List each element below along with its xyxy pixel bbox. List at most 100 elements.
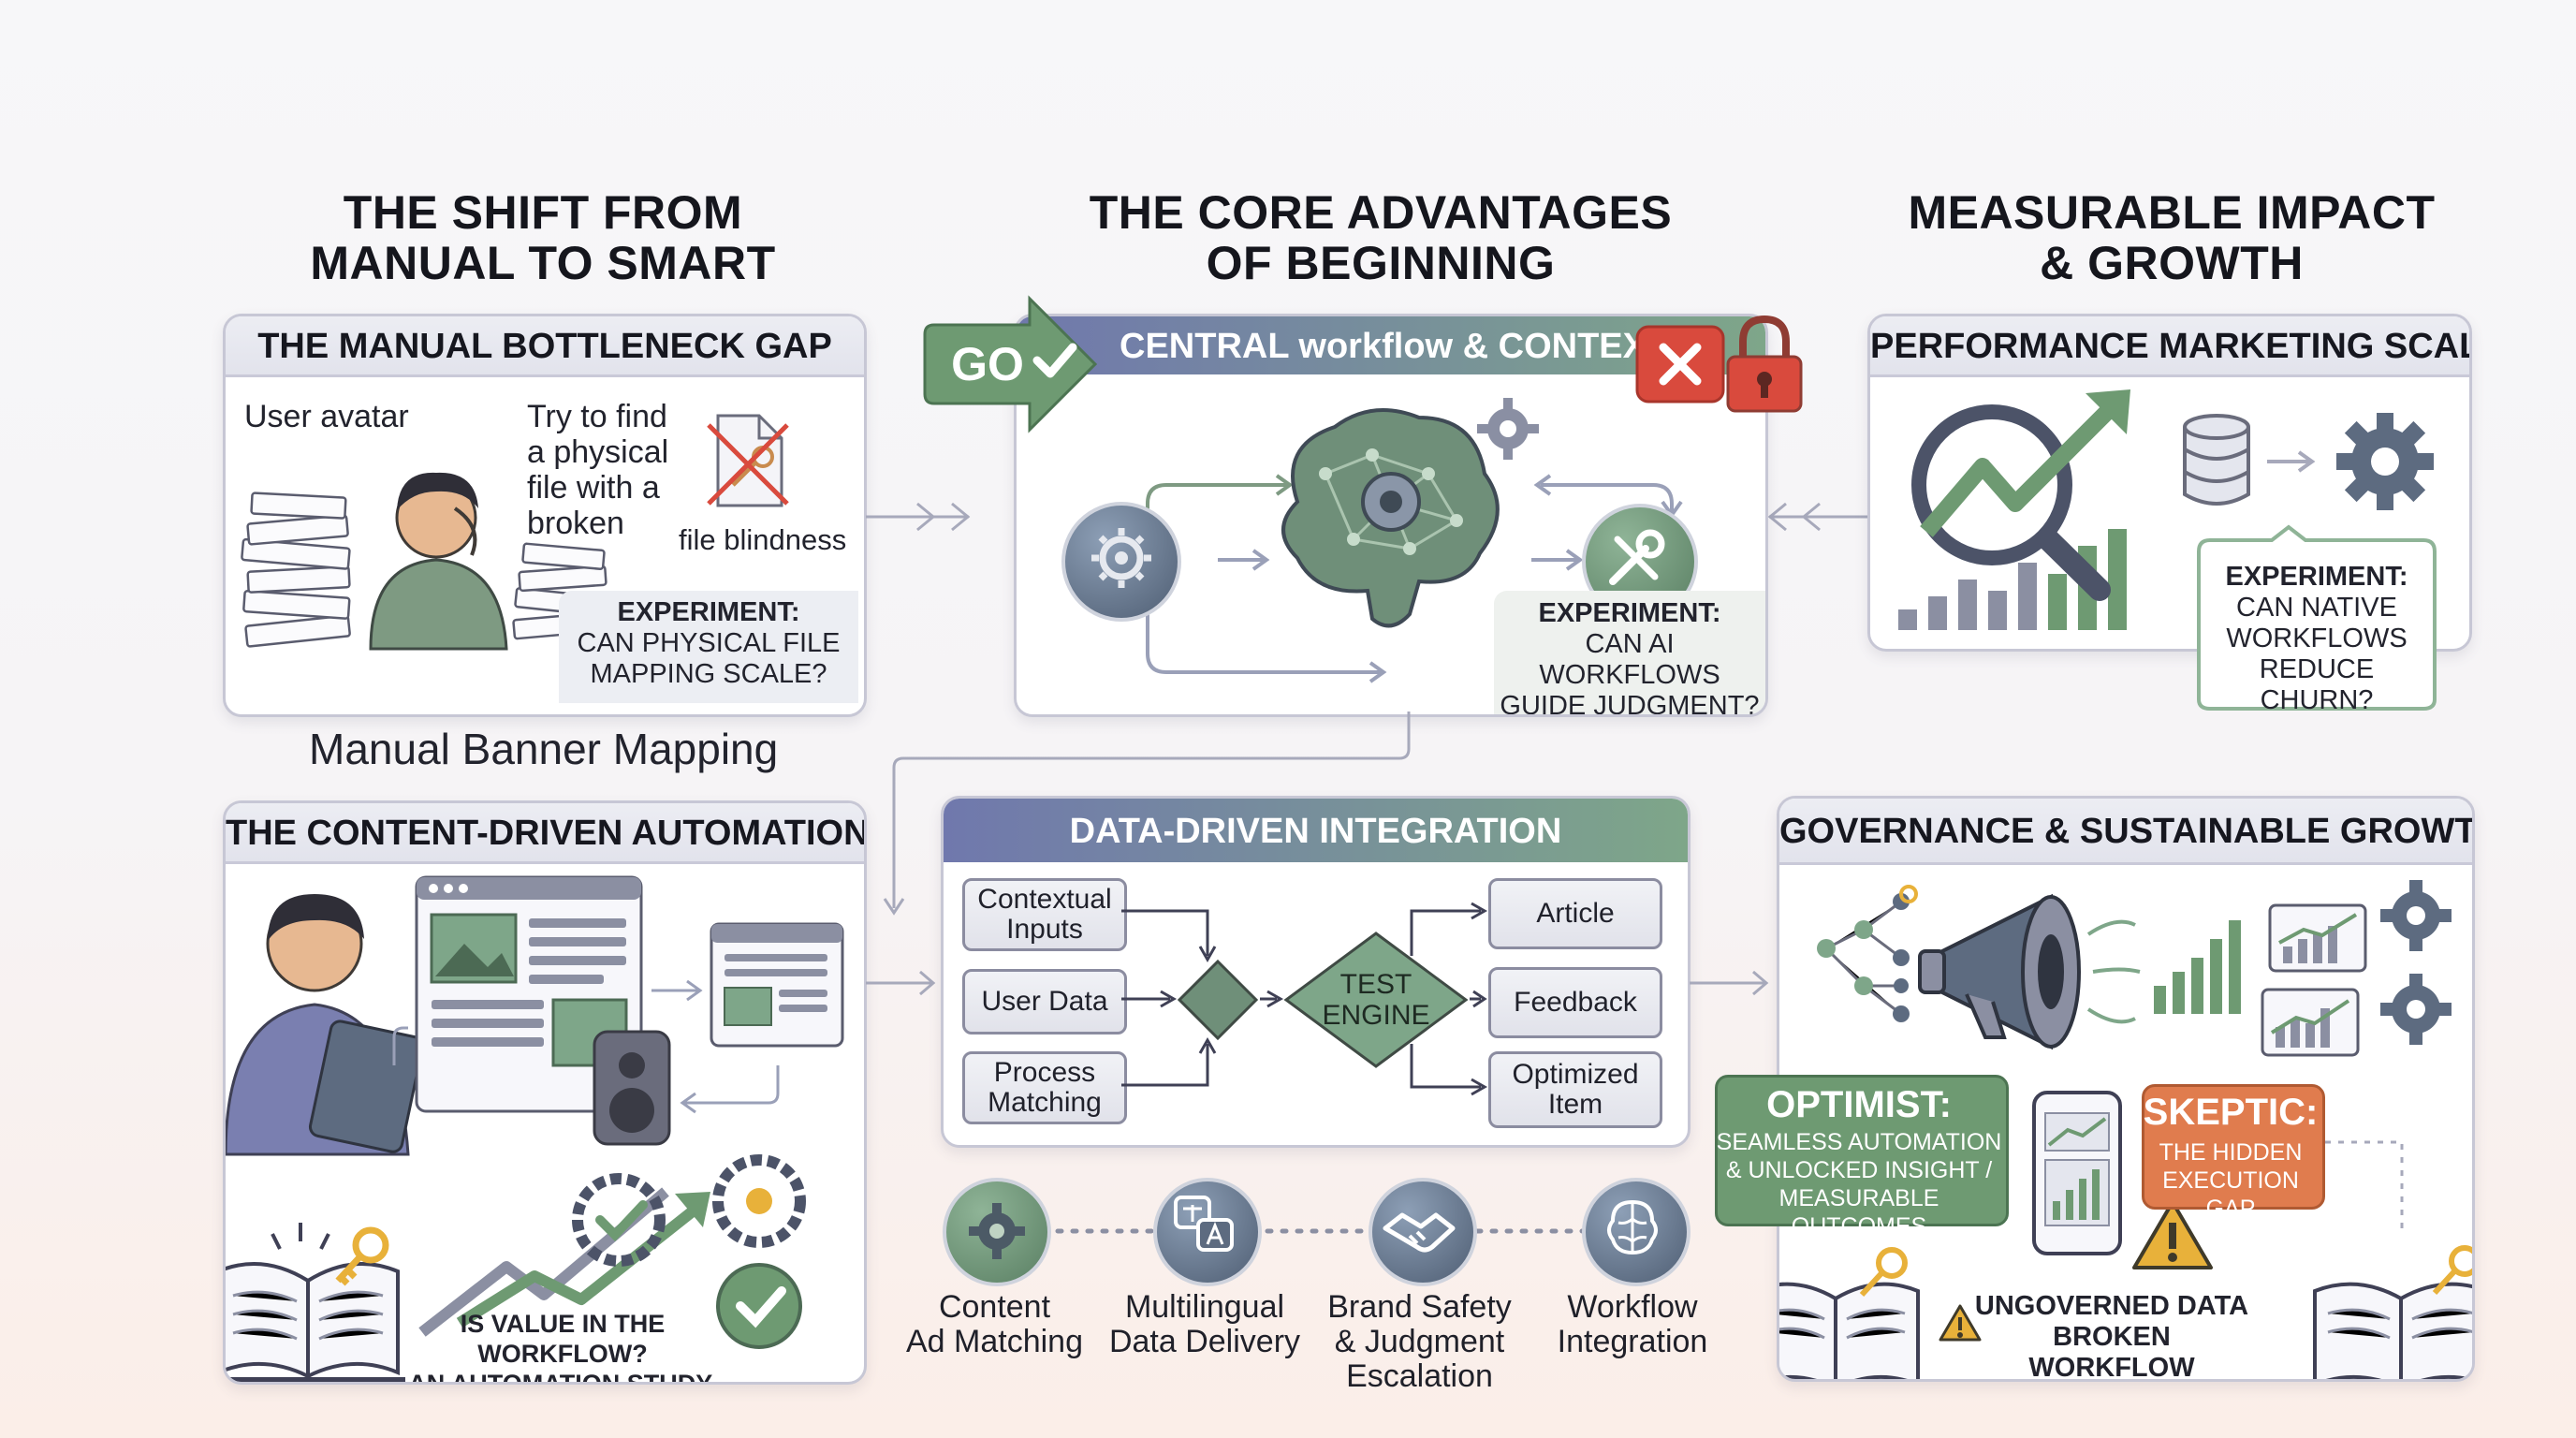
callout-bubble <box>2197 524 2437 711</box>
integration-panel-title: DATA-DRIVEN INTEGRATION <box>1069 812 1562 851</box>
broken-file-icon <box>707 414 789 507</box>
skeptic-label: SKEPTIC: <box>2143 1092 2319 1133</box>
performance-marketing-panel: PERFORMANCE MARKETING SCALE <box>1867 314 2472 652</box>
panel-title: PERFORMANCE MARKETING SCALE <box>1870 316 2469 377</box>
governance-bar-chart <box>2154 920 2241 1014</box>
webpage-mockup-icon <box>415 875 643 1113</box>
open-book-key-icon <box>226 1223 405 1382</box>
handshake-icon <box>1383 1212 1456 1253</box>
feature-label-workflow: Workflow Integration <box>1557 1289 1708 1359</box>
feature-dotted-connector <box>1055 1228 1622 1234</box>
speaker-icon <box>593 1030 671 1146</box>
panel-title: GOVERNANCE & SUSTAINABLE GROWTH <box>1779 799 2472 865</box>
translate-icon <box>1174 1196 1234 1252</box>
feature-circle-brand-safety <box>1368 1178 1477 1286</box>
feature-label-brand-safety: Brand Safety & Judgment Escalation <box>1327 1289 1512 1394</box>
performance-bar <box>1988 591 2007 630</box>
integration-flow-arrows <box>1121 902 1488 1096</box>
connector-central-to-integration <box>883 712 1411 916</box>
gear-icon <box>1091 528 1151 588</box>
governance-bar <box>2173 972 2185 1014</box>
flow-arrows <box>392 979 780 1114</box>
warning-icon <box>2132 1200 2213 1269</box>
skeptic-text: THE HIDDEN EXECUTION GAP <box>2159 1139 2303 1222</box>
performance-bar <box>1898 609 1917 630</box>
content-automation-panel: THE CONTENT-DRIVEN AUTOMATION <box>223 800 867 1385</box>
skeptic-callout <box>2142 1084 2325 1210</box>
governance-bar <box>2191 958 2203 1014</box>
performance-bar <box>2018 563 2037 630</box>
optimized-item-output-node: Optimized Item <box>1488 1051 1662 1128</box>
experiment-label: EXPERIMENT: <box>617 597 800 627</box>
growth-checks-icon <box>418 1154 806 1349</box>
experiment-question: CAN AI WORKFLOWS GUIDE JUDGMENT? <box>1500 629 1760 717</box>
performance-bar <box>2048 574 2067 630</box>
panel-title: THE MANUAL BOTTLENECK GAP <box>226 316 864 377</box>
arrow-content-to-integration <box>866 970 936 996</box>
open-book-key-icon <box>1779 1247 1920 1379</box>
gear-icon <box>2380 880 2452 951</box>
manual-banner-mapping-caption: Manual Banner Mapping <box>309 725 779 773</box>
test-engine-diamond <box>1283 932 1469 1068</box>
governance-bar <box>2210 939 2222 1014</box>
workflow-loop-arrow <box>1146 474 1683 683</box>
feedback-output-node: Feedback <box>1488 967 1662 1038</box>
user-avatar-label: User avatar <box>244 399 409 434</box>
heading-shift: THE SHIFT FROM MANUAL TO SMART <box>310 186 776 289</box>
optimist-label: OPTIMIST: <box>1766 1084 1952 1125</box>
user-data-node: User Data <box>962 969 1127 1034</box>
frustrated-person-icon <box>369 472 508 651</box>
gear-icon <box>2380 974 2452 1045</box>
ai-brain-icon <box>1281 408 1500 628</box>
test-engine-label: TEST ENGINE <box>1322 969 1430 1031</box>
network-nodes-icon <box>1817 885 1918 1022</box>
manual-experiment-box <box>559 591 858 703</box>
manual-bottleneck-panel: THE MANUAL BOTTLENECK GAP User avatar Tr… <box>223 314 867 717</box>
heading-measurable-impact: MEASURABLE IMPACT & GROWTH <box>1908 186 2436 289</box>
try-find-note: Try to find a physical file with a broke… <box>527 399 669 541</box>
arrow-integration-to-governance <box>1690 970 1769 996</box>
feature-label-multilingual: Multilingual Data Delivery <box>1108 1289 1301 1359</box>
skeptic-dotted-leader <box>2325 1140 2404 1236</box>
go-arrow-badge <box>923 295 1098 433</box>
phone-dashboard-icon <box>2032 1091 2122 1255</box>
open-book-key-icon <box>2313 1245 2472 1379</box>
feature-label-content: Content Ad Matching <box>906 1289 1083 1359</box>
panel-title: THE CONTENT-DRIVEN AUTOMATION <box>226 803 864 864</box>
arrow-manual-to-central <box>866 502 971 532</box>
arrow-right-icon <box>2267 450 2316 473</box>
experiment-question: CAN NATIVE WORKFLOWS REDUCE CHURN? <box>2226 593 2408 715</box>
paper-stack-icon <box>241 492 351 648</box>
central-experiment-box <box>1494 591 1765 714</box>
small-webpage-icon <box>710 922 844 1048</box>
optimist-callout <box>1715 1075 2009 1226</box>
monitor-chart-icon <box>2261 988 2360 1057</box>
brain-icon <box>1607 1199 1658 1255</box>
go-label: GO <box>951 338 1024 390</box>
feature-circle-multilingual <box>1153 1178 1262 1286</box>
lock-icon <box>1726 315 1803 413</box>
database-icon <box>2183 414 2250 506</box>
monitor-chart-icon <box>2268 903 2367 973</box>
performance-bar <box>1958 580 1977 630</box>
decision-diamond-icon <box>1177 959 1259 1041</box>
optimist-text: SEAMLESS AUTOMATION & UNLOCKED INSIGHT /… <box>1716 1129 2002 1240</box>
contextual-inputs-node: Contextual Inputs <box>962 878 1127 951</box>
wrench-screwdriver-icon <box>1609 529 1665 585</box>
warning-small-icon <box>1939 1304 1982 1342</box>
gear-small-icon <box>1477 398 1539 460</box>
file-blindness-label: file blindness <box>679 523 847 556</box>
experiment-question: CAN PHYSICAL FILE MAPPING SCALE? <box>577 628 841 689</box>
governance-bar <box>2154 986 2166 1014</box>
data-driven-integration-panel: DATA-DRIVEN INTEGRATION Contextual Input… <box>941 796 1690 1148</box>
feature-circle-workflow <box>1582 1178 1690 1286</box>
heading-core-advantages: THE CORE ADVANTAGES OF BEGINNING <box>1089 186 1673 289</box>
gear-icon <box>969 1203 1025 1259</box>
experiment-label: EXPERIMENT: <box>1538 598 1721 628</box>
magnifier-growth-icon <box>1911 389 2130 601</box>
central-panel-title: CENTRAL workflow & CONTEXT <box>1120 327 1669 366</box>
megaphone-icon <box>1918 893 2141 1050</box>
article-output-node: Article <box>1488 878 1662 949</box>
experiment-label: EXPERIMENT: <box>2225 562 2408 592</box>
process-matching-node: Process Matching <box>962 1051 1127 1124</box>
